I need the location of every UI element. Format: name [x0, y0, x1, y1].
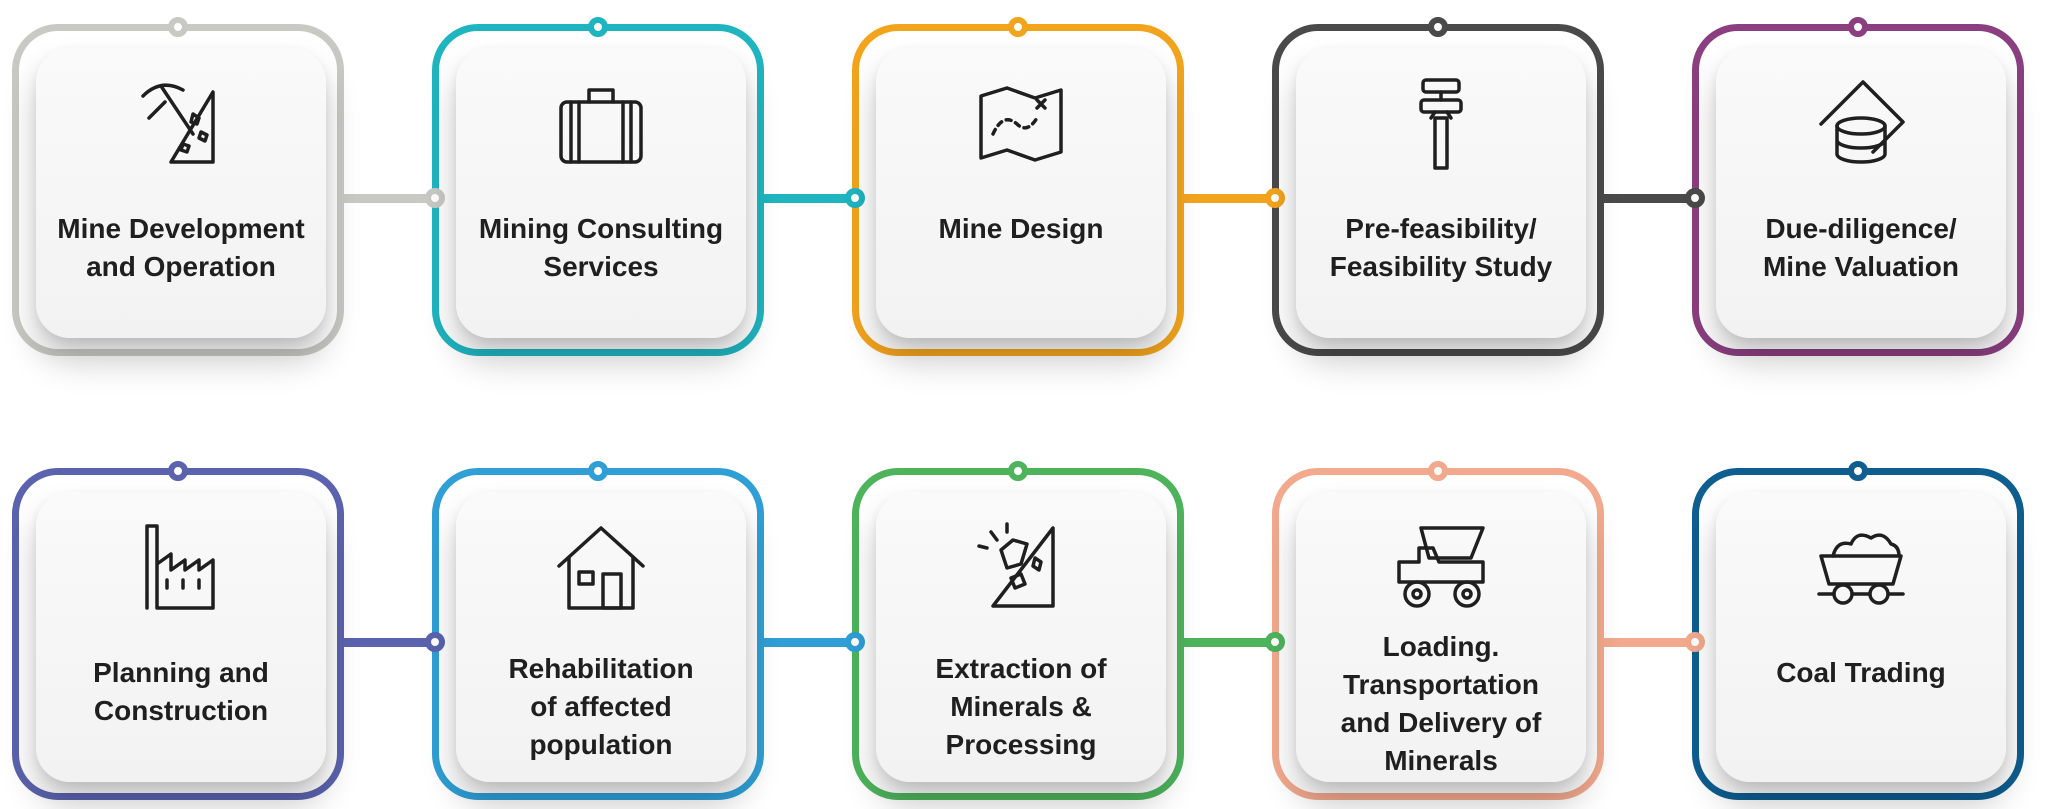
mineral-rock-icon [971, 518, 1071, 618]
junction-node [1685, 632, 1705, 652]
step-card: Pre-feasibility/ Feasibility Study [1296, 48, 1586, 338]
connector-line [1180, 638, 1276, 647]
connector-line [760, 638, 856, 647]
connector-line [1600, 638, 1696, 647]
top-node [1848, 17, 1868, 37]
connector-line [1600, 194, 1696, 203]
step-label: Coal Trading [1776, 657, 1946, 688]
step-card: Due-diligence/ Mine Valuation [1716, 48, 2006, 338]
step-label: Mine Design [938, 213, 1104, 244]
top-node [588, 17, 608, 37]
step-card: Loading. Transportation and Delivery of … [1296, 492, 1586, 782]
factory-icon [131, 518, 231, 618]
junction-node [1265, 632, 1285, 652]
step-card: Extraction of Minerals & Processing [876, 492, 1166, 782]
step-card: Mine Development and Operation [36, 48, 326, 338]
step-label: Rehabilitation of affected population [508, 653, 694, 760]
top-node [1848, 461, 1868, 481]
top-node [1008, 17, 1028, 37]
pickaxe-rock-icon [131, 74, 231, 174]
house-icon [551, 518, 651, 618]
top-node [1428, 17, 1448, 37]
coal-cart-icon [1811, 518, 1911, 618]
connector-line [340, 194, 436, 203]
briefcase-icon [551, 74, 651, 174]
connector-line [1180, 194, 1276, 203]
dump-truck-icon [1391, 518, 1491, 618]
junction-node [845, 188, 865, 208]
step-label: Mine Development and Operation [57, 213, 305, 282]
top-node [1428, 461, 1448, 481]
junction-node [425, 188, 445, 208]
step-label: Pre-feasibility/ Feasibility Study [1329, 213, 1553, 282]
connector-line [340, 638, 436, 647]
step-card: Mine Design [876, 48, 1166, 338]
database-document-icon [1811, 74, 1911, 174]
treasure-map-icon [971, 74, 1071, 174]
top-node [1008, 461, 1028, 481]
connector-line [760, 194, 856, 203]
step-label: Extraction of Minerals & Processing [935, 653, 1107, 760]
step-card: Mining Consulting Services [456, 48, 746, 338]
caliper-icon [1391, 74, 1491, 174]
step-label: Loading. Transportation and Delivery of … [1340, 631, 1542, 776]
junction-node [845, 632, 865, 652]
step-label: Planning and Construction [93, 657, 269, 726]
top-node [168, 17, 188, 37]
top-node [588, 461, 608, 481]
step-card: Planning and Construction [36, 492, 326, 782]
step-label: Due-diligence/ Mine Valuation [1762, 213, 1960, 282]
junction-node [1265, 188, 1285, 208]
junction-node [425, 632, 445, 652]
top-node [168, 461, 188, 481]
step-card: Rehabilitation of affected population [456, 492, 746, 782]
junction-node [1685, 188, 1705, 208]
step-label: Mining Consulting Services [478, 213, 724, 282]
step-card: Coal Trading [1716, 492, 2006, 782]
